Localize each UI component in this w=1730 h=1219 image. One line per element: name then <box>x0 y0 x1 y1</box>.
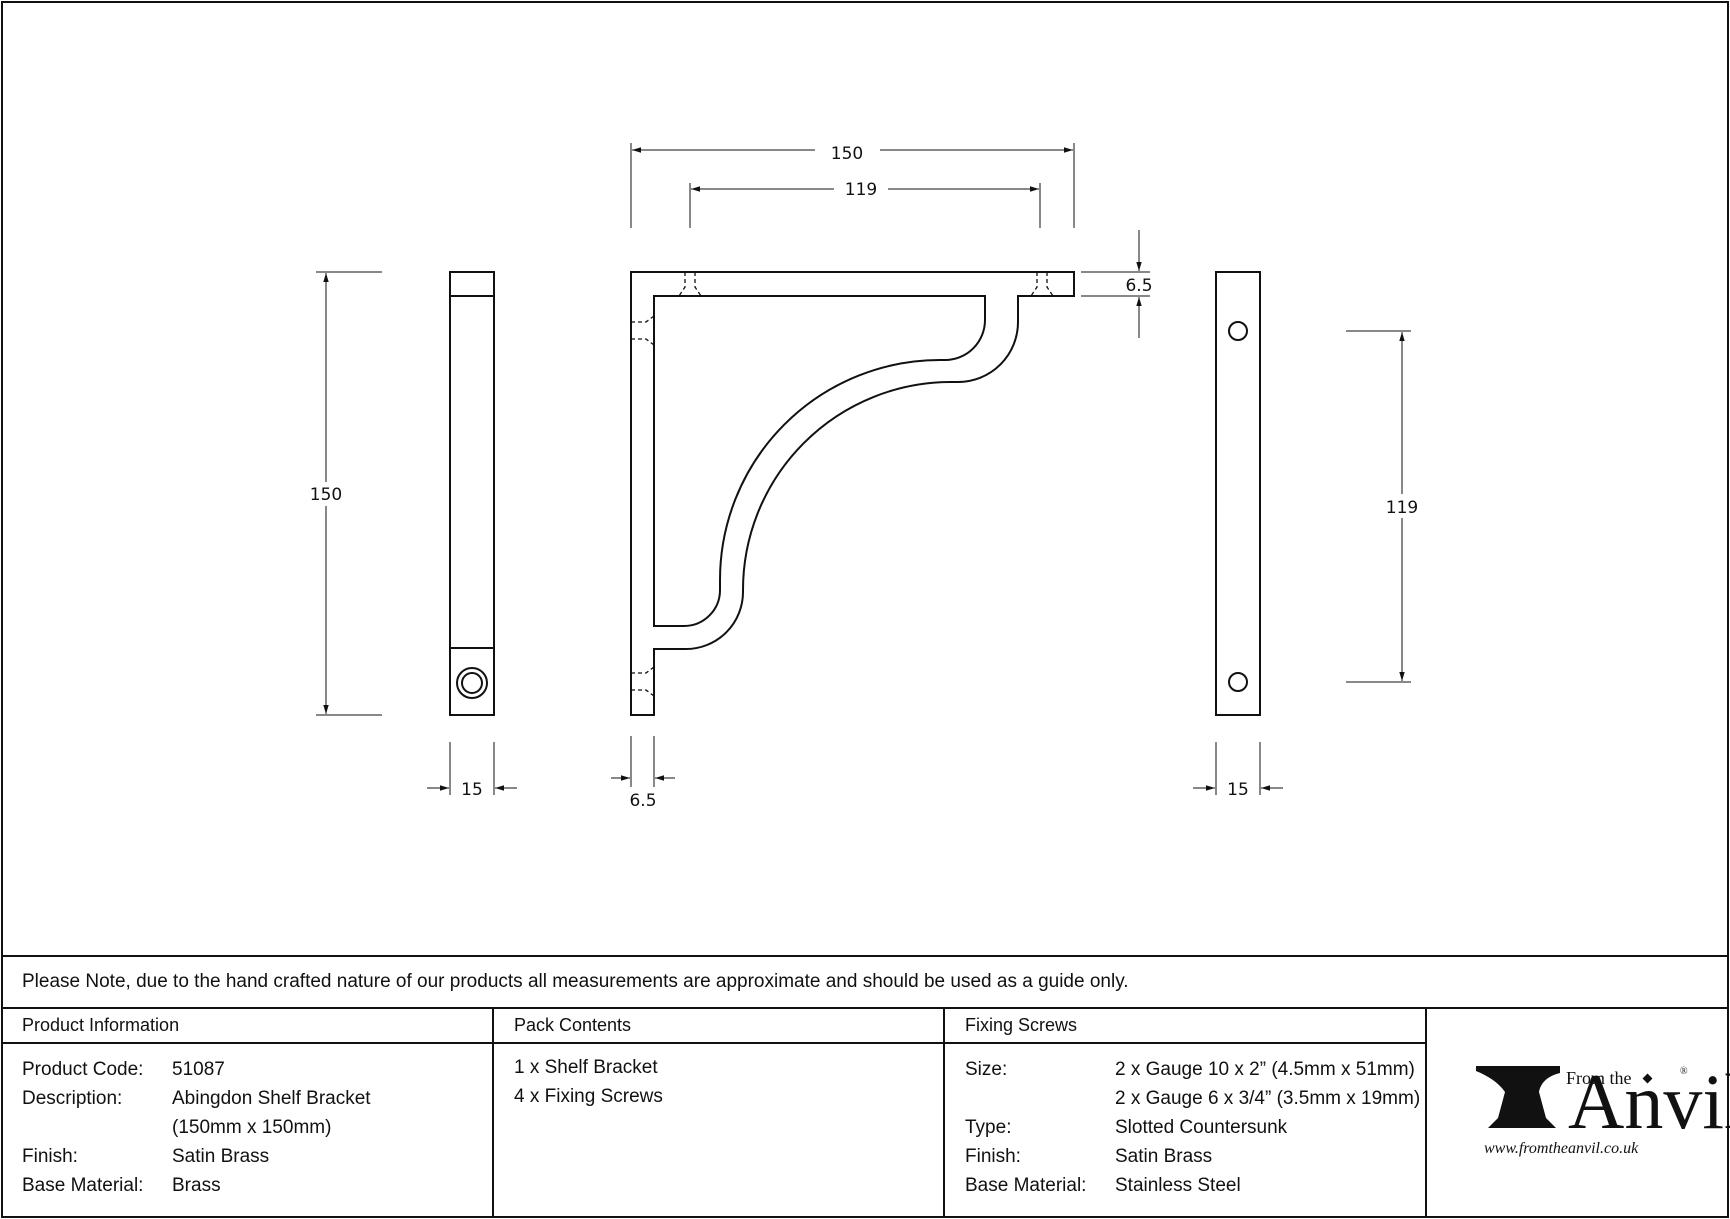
top-screw-hole-right <box>1030 272 1054 297</box>
screw-size-value-2: 2 x Gauge 6 x 3/4” (3.5mm x 19mm) <box>1115 1088 1421 1109</box>
pack-item: 1 x Shelf Bracket <box>514 1057 658 1078</box>
back-view-hole-upper <box>1228 321 1248 341</box>
dim-label-side-width: 15 <box>461 780 483 800</box>
wall-screw-hole-lower <box>631 666 655 697</box>
screw-material-label: Base Material: <box>965 1175 1087 1196</box>
fixing-screws-header: Fixing Screws <box>965 1015 1078 1035</box>
screw-material-value: Stainless Steel <box>1115 1175 1241 1196</box>
product-code-value: 51087 <box>172 1059 225 1080</box>
bracket-inner <box>653 295 986 627</box>
screw-finish-label: Finish: <box>965 1146 1021 1167</box>
dimension-back-width <box>1193 742 1283 795</box>
finish-value: Satin Brass <box>172 1146 270 1167</box>
description-label: Description: <box>22 1088 123 1109</box>
front-view-bracket <box>630 271 1075 716</box>
from-the-anvil-logo: Anvil From the ® www.fromtheanvil.co.uk <box>1476 1058 1730 1157</box>
screw-size-label: Size: <box>965 1059 1008 1080</box>
screw-finish-value: Satin Brass <box>1115 1146 1213 1167</box>
info-table-grid <box>2 955 1728 1217</box>
side-view-outline <box>449 271 495 716</box>
back-view-hole-lower <box>1228 672 1248 692</box>
anvil-icon <box>1476 1066 1560 1128</box>
top-screw-hole-left <box>678 272 702 297</box>
back-view <box>1215 271 1261 716</box>
logo-url: www.fromtheanvil.co.uk <box>1484 1140 1639 1157</box>
dim-label-plate-thickness-right: 6.5 <box>1125 276 1152 296</box>
logo-registered-mark: ® <box>1680 1066 1688 1077</box>
finish-label: Finish: <box>22 1146 78 1167</box>
dim-label-top-holes: 119 <box>845 180 877 200</box>
dimension-plate-thickness-right <box>1081 230 1150 338</box>
dimension-side-height <box>316 271 382 716</box>
logo-from-the: From the <box>1566 1068 1632 1088</box>
dim-label-plate-thickness-bottom: 6.5 <box>629 791 656 811</box>
dim-label-side-height: 150 <box>310 485 342 505</box>
product-code-label: Product Code: <box>22 1059 144 1080</box>
back-view-outline <box>1215 271 1261 716</box>
dimension-plate-thickness-bottom <box>611 736 675 787</box>
base-material-label: Base Material: <box>22 1175 144 1196</box>
side-view-hole-outer <box>456 667 488 699</box>
description-value: Abingdon Shelf Bracket <box>172 1088 371 1109</box>
dimension-side-width <box>427 742 517 795</box>
pack-contents-header: Pack Contents <box>514 1015 632 1035</box>
dimension-top-overall <box>630 143 1075 228</box>
description-size-value: (150mm x 150mm) <box>172 1117 332 1138</box>
logo-diamond-icon <box>1642 1073 1653 1084</box>
dim-label-back-width: 15 <box>1227 780 1249 800</box>
wall-screw-hole-upper <box>631 315 655 346</box>
screw-holes-hidden <box>631 272 1054 697</box>
measurement-note: Please Note, due to the hand crafted nat… <box>22 971 1129 992</box>
base-material-value: Brass <box>172 1175 221 1196</box>
logo-anvil-wordmark: Anvil <box>1568 1058 1730 1145</box>
screw-type-value: Slotted Countersunk <box>1115 1117 1288 1138</box>
screw-type-label: Type: <box>965 1117 1012 1138</box>
screw-size-value: 2 x Gauge 10 x 2” (4.5mm x 51mm) <box>1115 1059 1415 1080</box>
dim-label-top-overall: 150 <box>831 144 863 164</box>
dimension-back-holes <box>1346 330 1411 683</box>
pack-item: 4 x Fixing Screws <box>514 1086 663 1107</box>
side-view <box>449 271 495 716</box>
product-info-header: Product Information <box>22 1015 180 1035</box>
bracket-outline <box>630 271 1075 716</box>
side-view-hole-inner <box>461 672 483 694</box>
dimension-top-holes <box>689 183 1041 228</box>
dim-label-back-holes: 119 <box>1386 498 1418 518</box>
